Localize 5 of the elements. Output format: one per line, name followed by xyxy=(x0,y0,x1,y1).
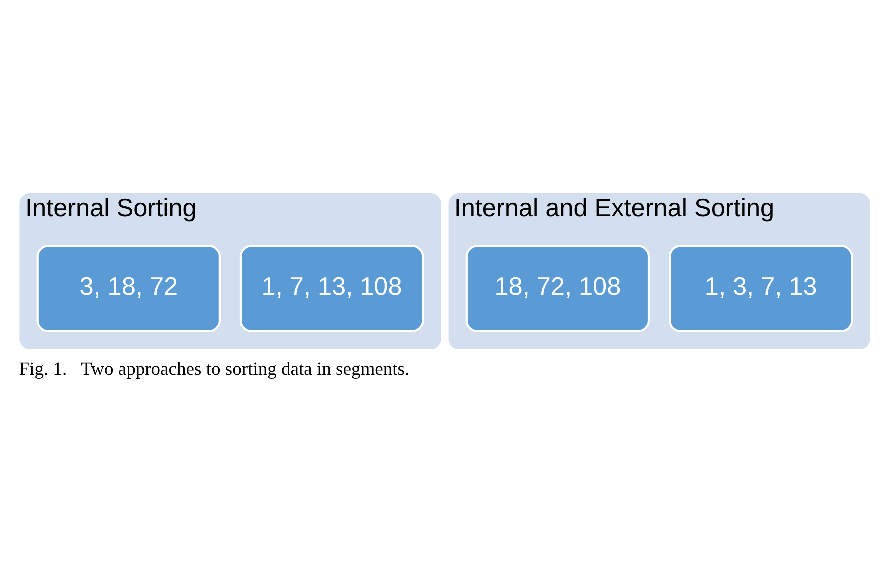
node-box: 3, 18, 72 xyxy=(36,244,221,332)
node-box: 1, 3, 7, 13 xyxy=(669,244,854,332)
caption: Fig. 1. Two approaches to sorting data in segments. xyxy=(19,358,410,380)
node-box: 18, 72, 108 xyxy=(466,244,650,332)
node-box: 1, 7, 13, 108 xyxy=(240,244,424,332)
